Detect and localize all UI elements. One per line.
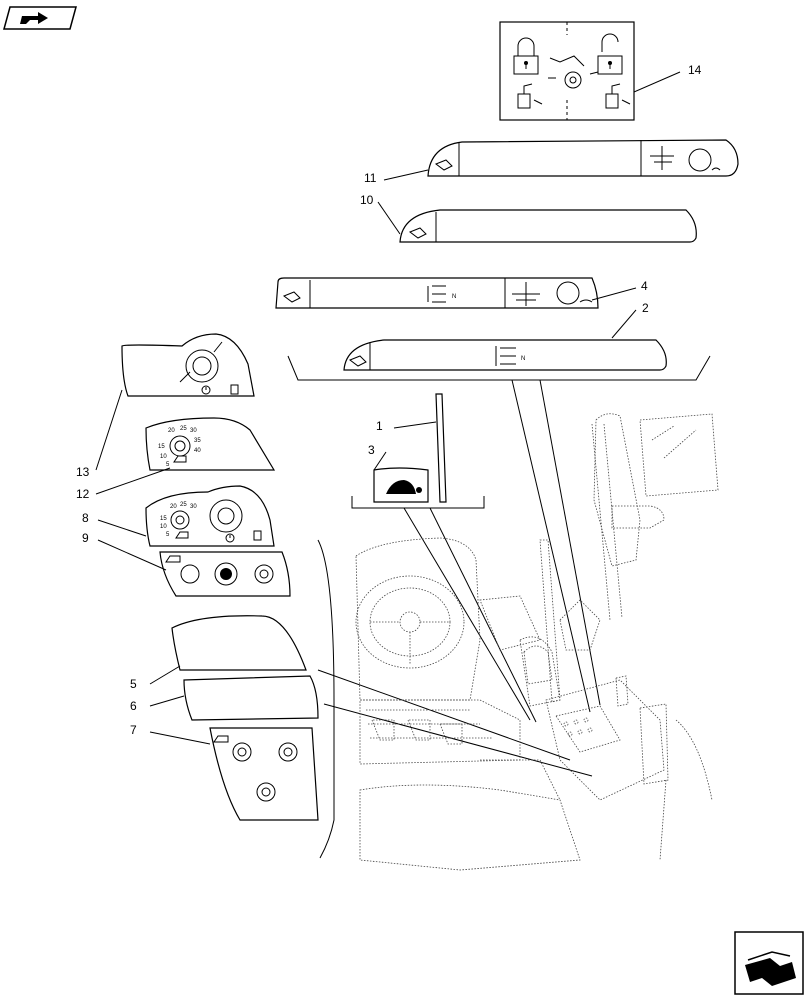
- valve-selector-icon: [495, 346, 516, 366]
- decal-3: [373, 467, 429, 503]
- callout-13: 13: [76, 465, 90, 479]
- callout-9: 9: [82, 531, 89, 545]
- battery-icon: [230, 384, 239, 395]
- decal-5: [171, 615, 307, 671]
- callout-12: 12: [76, 487, 90, 501]
- hydraulic-control-icon: [650, 146, 674, 170]
- tractor-icon: [173, 455, 187, 463]
- hand-icon: [434, 159, 453, 171]
- n-mark: N: [452, 294, 456, 300]
- dial-tick-15: 15: [158, 444, 165, 450]
- dial-tick-10: 10: [160, 524, 167, 530]
- cab-interior-illustration: [355, 413, 719, 871]
- decal-14: [499, 21, 635, 121]
- decal-11: [427, 139, 739, 177]
- lever-icon-right: [605, 83, 631, 109]
- decal-1: [435, 393, 447, 503]
- dial-tick-25: 25: [180, 502, 187, 508]
- next-page-icon[interactable]: [734, 931, 804, 995]
- dial-tick-10: 10: [160, 454, 167, 460]
- hydraulic-control-icon: [512, 282, 540, 306]
- decal-6: [183, 675, 319, 721]
- callout-3: 3: [368, 443, 375, 457]
- decal-10: [399, 209, 697, 243]
- dial-tick-20: 20: [170, 504, 177, 510]
- decal-4: N: [275, 277, 599, 309]
- dial-tick-5: 5: [166, 532, 170, 538]
- callout-4: 4: [641, 279, 648, 293]
- dial-tick-35: 35: [194, 438, 201, 444]
- callout-11: 11: [364, 171, 377, 185]
- callout-2: 2: [642, 301, 649, 315]
- dial-tick-30: 30: [190, 428, 197, 434]
- valve-selector-icon: [427, 285, 446, 303]
- dial-tick-25: 25: [180, 426, 187, 432]
- decal-12: 20 25 30 35 40 15 10 5: [145, 417, 276, 471]
- tractor-icon: [165, 555, 181, 563]
- callout-8: 8: [82, 511, 89, 525]
- decal-13: [121, 333, 255, 397]
- callout-5: 5: [130, 677, 137, 691]
- decal-8: 20 25 30 15 10 5: [145, 485, 275, 547]
- tractor-icon: [213, 735, 229, 743]
- dial-tick-40: 40: [194, 448, 201, 454]
- callout-7: 7: [130, 723, 137, 737]
- battery-icon: [253, 530, 262, 541]
- lever-icon-left: [517, 83, 543, 109]
- lock-closed-icon: [513, 37, 539, 75]
- clock-icon: [201, 385, 211, 395]
- clock-icon: [225, 533, 235, 543]
- n-mark: N: [521, 356, 525, 362]
- callout-1: 1: [376, 419, 383, 433]
- dial-tick-30: 30: [190, 504, 197, 510]
- callout-10: 10: [360, 193, 374, 207]
- lock-open-icon: [597, 33, 623, 75]
- decal-7: [209, 727, 319, 821]
- callout-6: 6: [130, 699, 137, 713]
- decal-9: [159, 551, 291, 597]
- tractor-icon: [175, 531, 189, 539]
- hand-icon: [282, 291, 301, 303]
- dial-tick-15: 15: [160, 516, 167, 522]
- dial-tick-5: 5: [166, 462, 170, 468]
- dial-tick-20: 20: [168, 428, 175, 434]
- turtle-icon: [386, 480, 422, 494]
- callout-14: 14: [688, 63, 702, 77]
- hand-icon: [348, 355, 367, 367]
- decal-2: N: [343, 339, 667, 371]
- hand-icon: [408, 227, 427, 239]
- axle-icon: [548, 55, 599, 89]
- previous-page-icon[interactable]: [3, 6, 77, 30]
